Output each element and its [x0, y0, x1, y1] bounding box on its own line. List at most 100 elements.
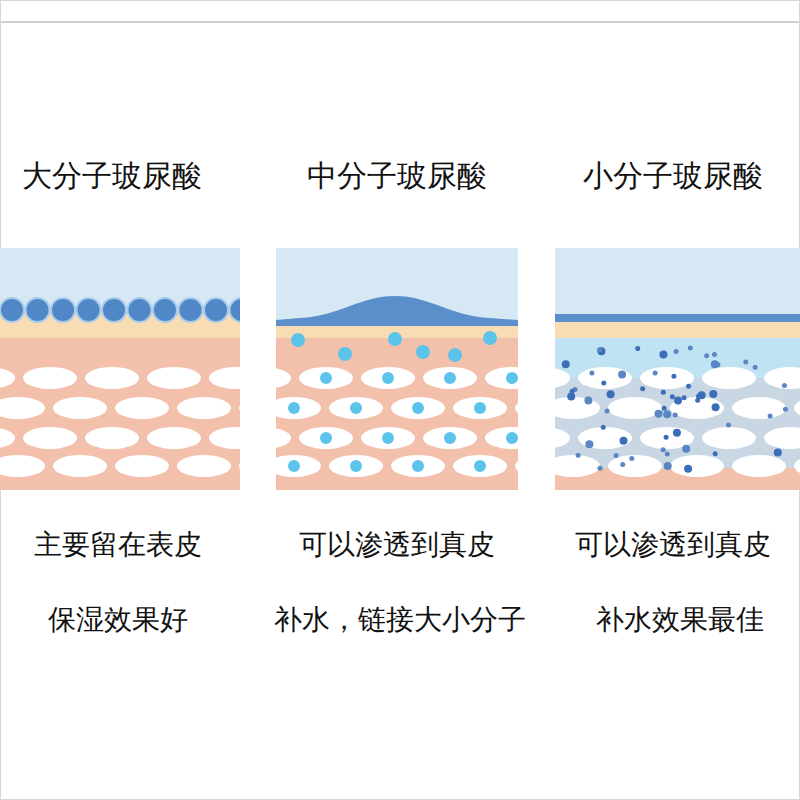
small-molecule: [664, 435, 669, 440]
small-molecule: [726, 422, 731, 427]
large-molecule: [179, 298, 203, 322]
small-molecule: [562, 360, 570, 368]
medium-molecule: [338, 347, 352, 361]
skin-cell: [85, 367, 139, 389]
panel-large: [0, 248, 240, 490]
skin-cell: [0, 455, 45, 477]
small-molecule: [607, 390, 615, 398]
small-molecule: [688, 346, 693, 351]
skin-cell: [453, 455, 507, 477]
skin-cell: [578, 367, 632, 389]
small-molecule: [597, 347, 602, 352]
skin-cell: [423, 367, 477, 389]
skin-cell: [53, 455, 107, 477]
skin-cell: [239, 397, 240, 419]
small-molecule: [620, 462, 625, 467]
small-molecule: [753, 365, 758, 370]
large-molecule: [204, 298, 228, 322]
column-title: 中分子玻尿酸: [307, 158, 487, 194]
caption-text: 补水效果最佳: [596, 603, 764, 637]
skin-cell: [555, 427, 570, 449]
skin-cell: [329, 455, 383, 477]
medium-molecule: [448, 348, 462, 362]
skin-cell: [423, 427, 477, 449]
skin-cell: [764, 367, 800, 389]
small-molecule: [567, 393, 575, 401]
skin-cell: [640, 367, 694, 389]
small-molecule: [682, 395, 687, 400]
large-molecule: [26, 298, 50, 322]
skin-cell: [147, 367, 201, 389]
skin-cell: [147, 427, 201, 449]
small-molecule: [768, 414, 773, 419]
small-molecule: [670, 394, 675, 399]
small-molecule: [584, 397, 592, 405]
small-molecule: [601, 381, 606, 386]
small-molecule: [598, 466, 603, 471]
small-molecule: [620, 437, 628, 445]
small-molecule: [662, 406, 667, 411]
skin-cell: [794, 455, 800, 477]
caption-text: 可以渗透到真皮: [299, 528, 495, 562]
small-molecule: [655, 410, 663, 418]
skin-cell: [391, 397, 445, 419]
medium-molecule: [444, 372, 456, 384]
skin-cell: [0, 397, 45, 419]
skin-cell: [670, 455, 724, 477]
skin-cell: [276, 367, 291, 389]
skin-cell: [515, 397, 518, 419]
small-molecule: [684, 465, 692, 473]
skin-cell: [555, 397, 600, 419]
small-molecule: [576, 453, 581, 458]
skin-cell: [177, 455, 231, 477]
skin-cell: [608, 455, 662, 477]
skin-cell: [485, 427, 518, 449]
small-molecule: [640, 386, 645, 391]
small-molecule: [671, 374, 676, 379]
small-molecule: [712, 403, 720, 411]
skin-cell: [453, 397, 507, 419]
medium-molecule: [382, 432, 394, 444]
small-molecule: [743, 360, 748, 365]
medium-molecule: [483, 331, 497, 345]
small-molecule: [673, 429, 681, 437]
small-molecule: [686, 384, 691, 389]
top-rule: [0, 21, 800, 23]
small-molecule: [635, 346, 640, 351]
medium-molecule: [506, 432, 518, 444]
skin-cell: [85, 427, 139, 449]
skin-cell: [276, 455, 321, 477]
skin-cell: [485, 367, 518, 389]
skin-cell: [299, 427, 353, 449]
small-molecule: [585, 440, 593, 448]
small-molecule: [661, 390, 666, 395]
skin-cell: [670, 397, 724, 419]
medium-molecule: [474, 460, 486, 472]
small-molecule: [704, 353, 709, 358]
medium-molecule: [412, 402, 424, 414]
skin-cell: [177, 397, 231, 419]
skin-cell: [53, 397, 107, 419]
large-molecule: [128, 298, 152, 322]
skin-cell: [209, 427, 240, 449]
small-molecule: [782, 383, 787, 388]
medium-molecule: [288, 402, 300, 414]
medium-molecule: [350, 460, 362, 472]
small-molecule: [673, 413, 678, 418]
small-molecule: [674, 349, 679, 354]
panel-medium: [276, 248, 518, 490]
skin-cell: [23, 427, 77, 449]
skin-cell: [361, 367, 415, 389]
medium-molecule: [412, 460, 424, 472]
small-molecule: [712, 352, 717, 357]
small-molecule: [614, 453, 619, 458]
skin-cell: [361, 427, 415, 449]
medium-molecule: [444, 432, 456, 444]
panel-small: [555, 248, 800, 490]
caption-text: 可以渗透到真皮: [575, 528, 771, 562]
skin-cell: [555, 367, 570, 389]
medium-molecule: [474, 402, 486, 414]
large-molecule: [77, 298, 101, 322]
skin-cell: [764, 427, 800, 449]
